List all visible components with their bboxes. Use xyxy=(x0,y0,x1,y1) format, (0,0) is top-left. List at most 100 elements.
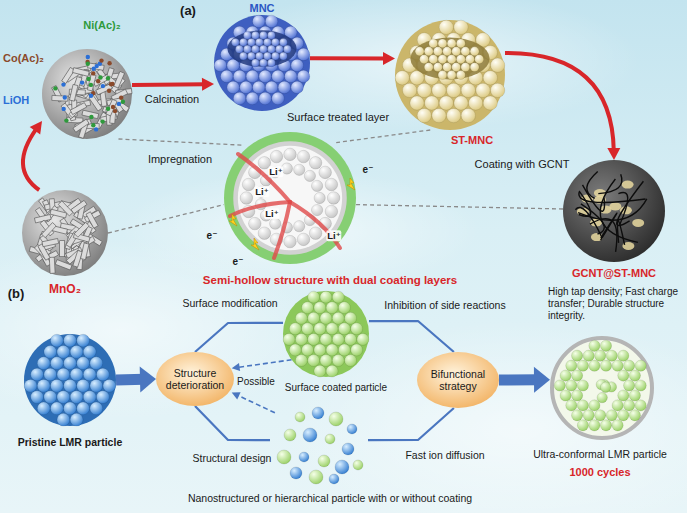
nanoparticle xyxy=(57,413,70,426)
precursor-dot xyxy=(100,119,104,123)
connector xyxy=(23,121,42,190)
nanoparticle xyxy=(332,291,344,303)
nanoparticle xyxy=(277,450,291,464)
electron-label: e⁻ xyxy=(363,164,374,176)
connector xyxy=(232,392,275,413)
ion-label: Li⁺ xyxy=(264,208,279,219)
nanoparticle xyxy=(439,96,453,110)
connector xyxy=(116,366,156,392)
nanoparticle xyxy=(320,333,332,345)
nanoparticle xyxy=(395,71,409,85)
nanoparticle xyxy=(252,59,260,67)
nanoparticle xyxy=(249,217,262,230)
nanoparticle xyxy=(314,344,326,356)
nanoparticle xyxy=(476,83,490,97)
nanoparticle xyxy=(589,420,600,431)
nanoparticle xyxy=(103,379,116,392)
ion-label: Li⁺ xyxy=(326,230,341,241)
mno2-flake xyxy=(49,257,55,273)
nanoparticle xyxy=(461,83,475,97)
precursor-dot xyxy=(80,80,84,84)
nanoparticle xyxy=(443,63,452,72)
edge-label: Structural design xyxy=(193,452,272,465)
surface-layer xyxy=(233,141,347,255)
nanoparticle xyxy=(64,402,77,415)
nanoparticle xyxy=(566,380,577,391)
node-label: Ultra-conformal LMR particle xyxy=(533,448,667,461)
connector-line xyxy=(368,408,454,440)
nanoparticle xyxy=(70,413,83,426)
nanoparticle xyxy=(429,55,438,64)
nanoparticle xyxy=(214,59,226,71)
nanoparticle xyxy=(618,370,629,381)
nanoparticle xyxy=(297,70,309,82)
nanoparticle xyxy=(410,96,424,110)
precursor-dot xyxy=(107,61,111,65)
nanoparticle xyxy=(284,235,297,248)
nanoparticle xyxy=(256,52,264,60)
precursor-dot xyxy=(91,71,95,75)
edge-label: Coating with GCNT xyxy=(475,158,570,171)
nanoparticle xyxy=(572,390,583,401)
precursor-dot xyxy=(86,77,90,81)
nanoparticle xyxy=(635,400,646,411)
connector-line xyxy=(119,139,244,145)
nanoparticle xyxy=(268,59,276,67)
mno2-flake xyxy=(62,67,75,83)
nanoparticle xyxy=(246,92,258,104)
mno2-flake xyxy=(82,110,99,118)
edge-label: Surface modification xyxy=(182,297,277,310)
nanoparticle xyxy=(469,96,483,110)
nanoparticle xyxy=(31,368,44,381)
nanoparticle xyxy=(443,47,452,56)
node-label: Pristine LMR particle xyxy=(18,436,122,449)
nanoparticle xyxy=(595,410,606,421)
nanoparticle xyxy=(491,58,505,72)
nanoparticle xyxy=(438,39,447,48)
nanoparticle xyxy=(268,45,276,53)
nanoparticle xyxy=(232,38,240,46)
nanoparticle xyxy=(70,346,83,359)
mnc-sphere: MNC xyxy=(214,15,310,111)
edge-label: Surface treated layer xyxy=(287,111,389,124)
carbon-nanotube xyxy=(578,199,647,220)
node-illustration xyxy=(550,336,654,440)
semi-hollow-schematic: Semi-hollow structure with dual coating … xyxy=(224,132,356,264)
nanoparticle xyxy=(97,368,110,381)
nanoparticle xyxy=(314,192,325,203)
nanoparticle xyxy=(566,400,577,411)
nanoparticle xyxy=(276,45,284,53)
nanoparticle xyxy=(311,180,322,191)
connector-line xyxy=(499,374,538,385)
nanoparticle xyxy=(491,83,505,97)
node-illustration xyxy=(283,291,369,377)
nanoparticle xyxy=(24,379,37,392)
nanoparticle xyxy=(606,410,617,421)
nanoparticle xyxy=(264,52,272,60)
nanoparticle xyxy=(259,92,271,104)
precursor-dot xyxy=(99,58,103,62)
carbon-nanotube xyxy=(600,179,638,242)
nanoparticle xyxy=(302,302,314,314)
nanoparticle xyxy=(577,420,588,431)
nanoparticle xyxy=(433,63,442,72)
nanoparticle xyxy=(461,47,470,56)
nanoparticle xyxy=(456,55,465,64)
nanoparticle xyxy=(433,47,442,56)
precursor-dot xyxy=(94,127,98,131)
nanoparticle xyxy=(253,81,265,93)
nanoparticle xyxy=(44,391,57,404)
nanoparticle xyxy=(57,346,70,359)
panel-label: (b) xyxy=(8,286,25,302)
nanoparticle xyxy=(90,357,103,370)
nanoparticle xyxy=(272,38,280,46)
nanoparticle xyxy=(236,45,244,53)
nanoparticle xyxy=(447,55,456,64)
ultra-conformal-particle: High tap density; Fast charge transfer; … xyxy=(550,336,654,440)
nanoparticle xyxy=(624,360,635,371)
nanoparticle xyxy=(240,192,253,205)
nanoparticle xyxy=(295,333,307,345)
node-label: MNC xyxy=(249,2,274,15)
connector-line xyxy=(132,82,205,87)
nanoparticle xyxy=(332,312,344,324)
